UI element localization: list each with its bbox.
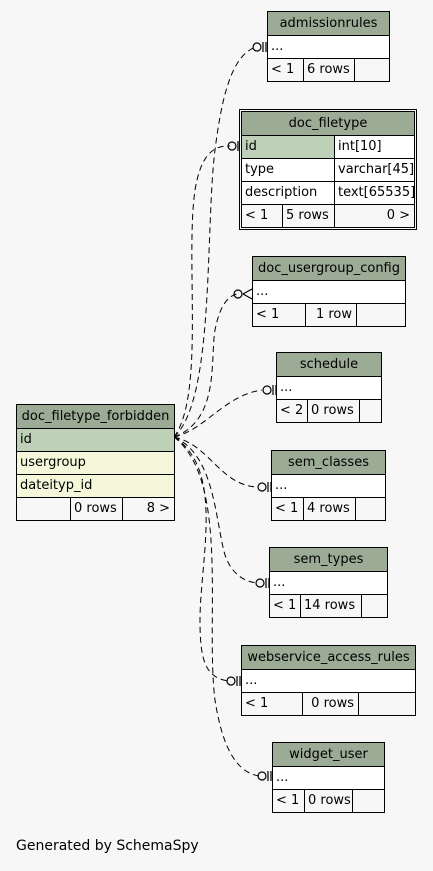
table-schedule[interactable]: schedule ... < 2 0 rows xyxy=(276,352,382,423)
parents-count: < 1 xyxy=(276,793,300,808)
row-count: 0 rows xyxy=(304,790,352,812)
parents-count xyxy=(17,498,70,520)
children-count: 0 > xyxy=(334,205,414,227)
columns-ellipsis: ... xyxy=(245,673,258,688)
parents-count: < 1 xyxy=(245,208,269,223)
rel-doc-filetype xyxy=(173,145,231,438)
columns-ellipsis: ... xyxy=(271,39,284,54)
rel-schedule xyxy=(173,389,263,438)
table-webservice-access-rules[interactable]: webservice_access_rules ... < 1 0 rows xyxy=(241,645,416,716)
column-name: type xyxy=(245,162,275,177)
columns-ellipsis: ... xyxy=(280,380,293,395)
table-admissionrules[interactable]: admissionrules ... < 1 6 rows xyxy=(267,11,390,82)
row-count: 14 rows xyxy=(300,595,361,617)
children-count: 8 > xyxy=(122,498,174,520)
table-doc-usergroup-config[interactable]: doc_usergroup_config ... < 1 1 row xyxy=(252,256,406,327)
table-sem-classes[interactable]: sem_classes ... < 1 4 rows xyxy=(271,450,386,521)
column-name: id xyxy=(245,139,257,154)
rel-admissionrules xyxy=(173,46,257,438)
table-title: doc_filetype xyxy=(242,112,414,136)
columns-ellipsis: ... xyxy=(256,284,269,299)
row-count: 0 rows xyxy=(70,498,122,520)
table-title: sem_classes xyxy=(272,451,385,475)
generated-by-footer: Generated by SchemaSpy xyxy=(16,838,199,854)
children-count xyxy=(352,790,384,812)
rel-webservice xyxy=(173,436,230,682)
table-title: webservice_access_rules xyxy=(242,646,415,670)
table-title: doc_filetype_forbidden xyxy=(17,405,174,429)
table-doc-filetype[interactable]: doc_filetype id int[10] type varchar[45]… xyxy=(239,109,417,230)
row-count: 4 rows xyxy=(303,498,355,520)
row-count: 1 row xyxy=(305,304,356,326)
children-count xyxy=(361,595,387,617)
table-doc-filetype-forbidden[interactable]: doc_filetype_forbidden id usergroup date… xyxy=(16,404,175,521)
table-title: sem_types xyxy=(270,548,387,572)
columns-ellipsis: ... xyxy=(275,478,288,493)
parents-count: < 1 xyxy=(271,62,295,77)
column-usergroup[interactable]: usergroup xyxy=(20,455,86,470)
column-type: int[10] xyxy=(334,136,414,158)
row-count: 0 rows xyxy=(307,400,359,422)
children-count xyxy=(354,59,389,81)
table-title: widget_user xyxy=(273,743,384,767)
parents-count: < 1 xyxy=(273,598,297,613)
rel-doc-usergroup-config xyxy=(173,293,238,438)
table-title: schedule xyxy=(277,353,381,377)
rel-sem-types xyxy=(173,436,259,584)
column-name: description xyxy=(245,185,318,200)
column-type: varchar[45] xyxy=(334,159,414,181)
columns-ellipsis: ... xyxy=(276,770,289,785)
row-count: 5 rows xyxy=(282,205,334,227)
column-dateityp-id[interactable]: dateityp_id xyxy=(20,478,93,493)
columns-ellipsis: ... xyxy=(273,575,286,590)
table-title: doc_usergroup_config xyxy=(253,257,405,281)
rel-widget-user xyxy=(173,436,260,777)
row-count: 6 rows xyxy=(303,59,354,81)
table-title: admissionrules xyxy=(268,12,389,36)
parents-count: < 2 xyxy=(280,403,304,418)
row-count: 0 rows xyxy=(302,693,358,715)
children-count xyxy=(356,304,405,326)
column-id[interactable]: id xyxy=(20,432,32,447)
table-widget-user[interactable]: widget_user ... < 1 0 rows xyxy=(272,742,385,813)
column-type: text[65535] xyxy=(334,182,414,204)
children-count xyxy=(358,693,415,715)
table-sem-types[interactable]: sem_types ... < 1 14 rows xyxy=(269,547,388,618)
parents-count: < 1 xyxy=(275,501,299,516)
parents-count: < 1 xyxy=(256,307,280,322)
children-count xyxy=(359,400,381,422)
rel-sem-classes xyxy=(173,436,258,488)
children-count xyxy=(355,498,385,520)
parents-count: < 1 xyxy=(245,696,269,711)
